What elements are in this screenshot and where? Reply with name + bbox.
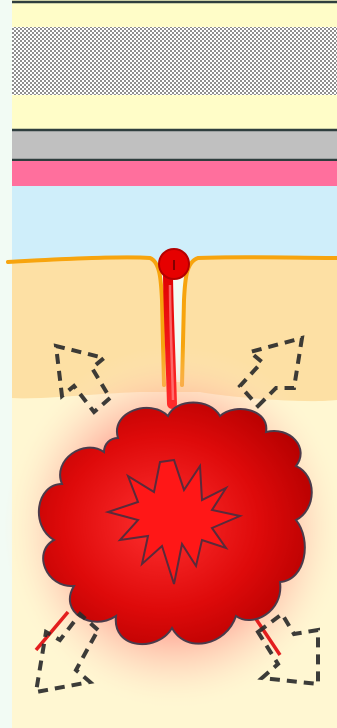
pink-layer [12, 161, 337, 186]
grey-layer [12, 130, 337, 160]
stippled-layer [12, 27, 337, 95]
